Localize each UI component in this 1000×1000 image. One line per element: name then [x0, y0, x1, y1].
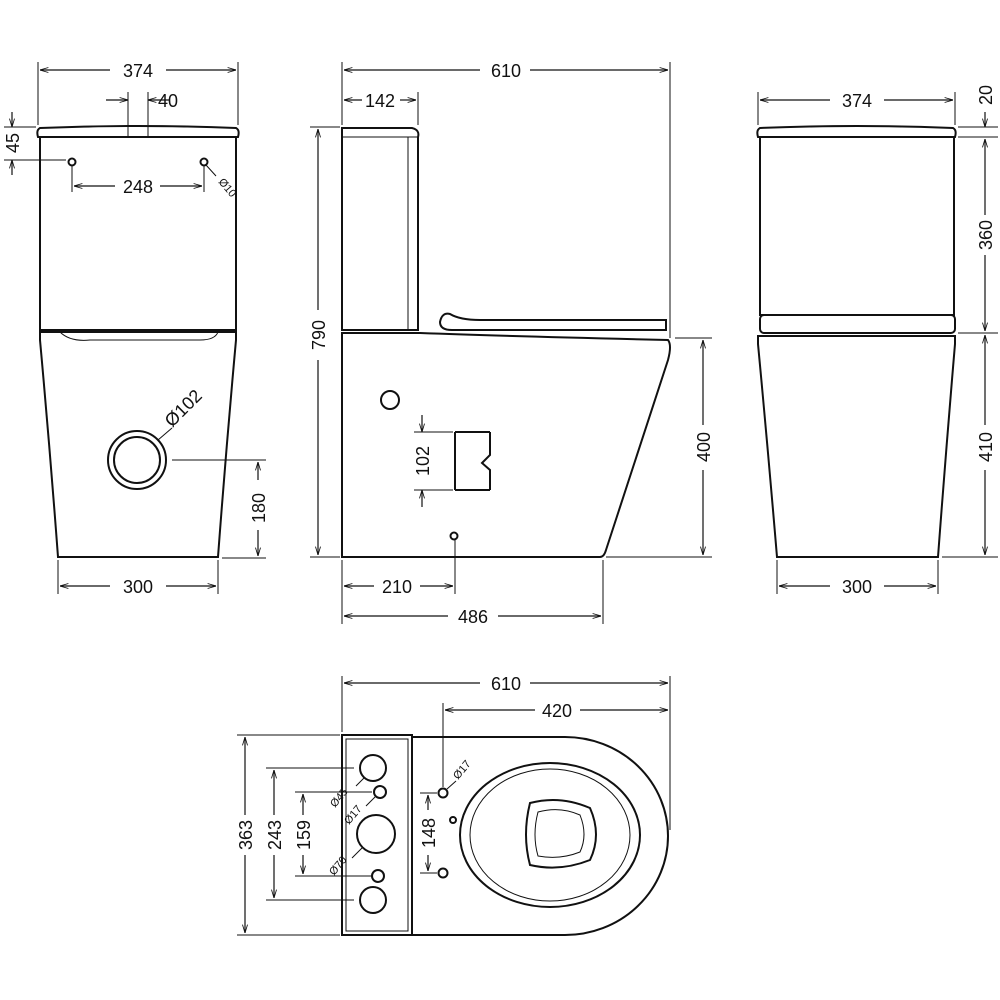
label-dia-10: Ø10: [216, 176, 239, 200]
dim-400: 400: [694, 432, 714, 462]
rear-view: 374 20 360 410 300: [756, 85, 998, 597]
dim-45: 45: [3, 133, 23, 153]
front-view: 374 40 45 248 Ø10 Ø102 180 300: [3, 61, 269, 597]
dim-420: 420: [542, 701, 572, 721]
dim-410: 410: [976, 432, 996, 462]
dim-159: 159: [294, 820, 314, 850]
dim-610-plan: 610: [491, 674, 521, 694]
dim-300-rear: 300: [842, 577, 872, 597]
dim-148: 148: [419, 818, 439, 848]
dim-360: 360: [976, 220, 996, 250]
dim-248: 248: [123, 177, 153, 197]
dim-102-outlet: 102: [413, 446, 433, 476]
dim-20: 20: [976, 85, 996, 105]
label-dia-102: Ø102: [161, 386, 206, 431]
dim-363: 363: [236, 820, 256, 850]
label-dia-17-pan: Ø17: [451, 758, 474, 782]
side-view: 610 142 790 400 102 210 486: [309, 61, 714, 627]
dim-790: 790: [309, 320, 329, 350]
dim-210: 210: [382, 577, 412, 597]
dim-180: 180: [249, 493, 269, 523]
label-dia-45: Ø45: [328, 786, 351, 810]
plan-view: 610 420 363 243 159 148 Ø45 Ø17 Ø70 Ø17: [236, 674, 671, 936]
dim-142: 142: [365, 91, 395, 111]
dim-486: 486: [458, 607, 488, 627]
dim-40: 40: [158, 91, 178, 111]
dim-374: 374: [123, 61, 153, 81]
dim-300-front: 300: [123, 577, 153, 597]
dim-610-side: 610: [491, 61, 521, 81]
dim-243: 243: [265, 820, 285, 850]
dim-374-rear: 374: [842, 91, 872, 111]
